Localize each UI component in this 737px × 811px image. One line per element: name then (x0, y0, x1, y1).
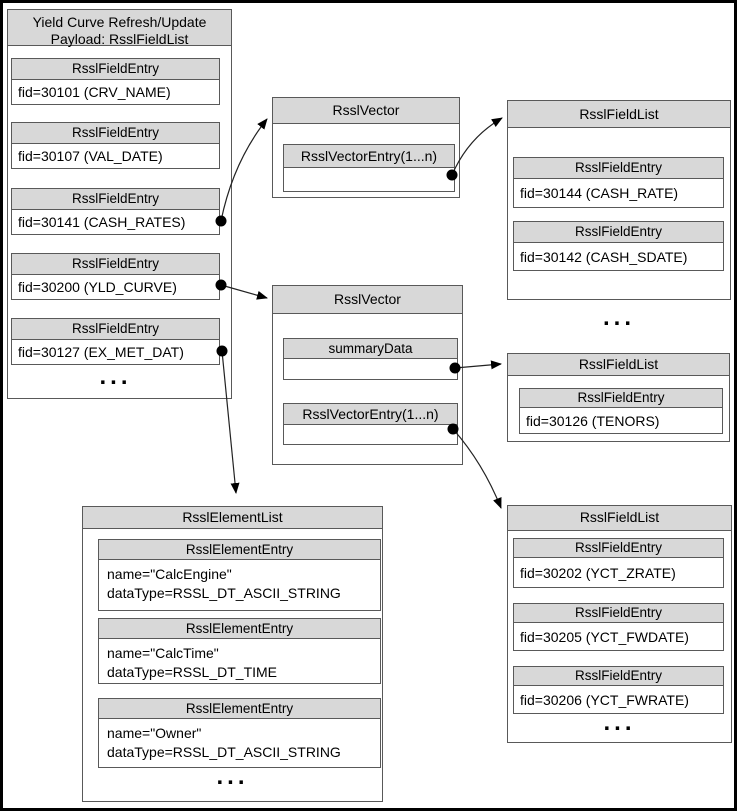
vector-mid-titlebar: RsslVector (273, 286, 462, 314)
payload-title-line2: Payload: RsslFieldList (50, 31, 189, 47)
element-list-ellipsis: ... (216, 763, 249, 790)
fieldlist-tenors-titlebar: RsslFieldList (508, 354, 729, 376)
vector-top-title: RsslVector (273, 98, 459, 124)
field-entry-cash-rate: RsslFieldEntry fid=30144 (CASH_RATE) (513, 157, 724, 208)
fieldlist-cash-box: RsslFieldList RsslFieldEntry fid=30144 (… (507, 100, 731, 300)
payload-titlebar: Yield Curve Refresh/Update Payload: Rssl… (8, 10, 231, 47)
field-entry-value: fid=30202 (YCT_ZRATE) (514, 558, 723, 587)
element-list-title: RsslElementList (83, 507, 382, 529)
field-entry-value: fid=30107 (VAL_DATE) (12, 144, 219, 168)
field-entry-cash-rates: RsslFieldEntry fid=30141 (CASH_RATES) (11, 188, 220, 235)
element-list-titlebar: RsslElementList (83, 507, 382, 529)
field-entry-value: fid=30142 (CASH_SDATE) (514, 243, 723, 270)
field-entry-value: fid=30126 (TENORS) (520, 408, 722, 433)
field-entry-header: RsslFieldEntry (514, 539, 723, 558)
summary-data-body (284, 359, 457, 379)
element-entry-name: name="CalcEngine" (107, 566, 232, 582)
element-entry-calcengine: RsslElementEntry name="CalcEngine" dataT… (98, 539, 381, 611)
field-entry-header: RsslFieldEntry (514, 158, 723, 179)
element-entry-datatype: dataType=RSSL_DT_TIME (107, 664, 278, 680)
field-entry-header: RsslFieldEntry (12, 59, 219, 80)
element-entry-datatype: dataType=RSSL_DT_ASCII_STRING (107, 585, 341, 601)
vector-entry-body (284, 425, 457, 444)
element-entry-header: RsslElementEntry (99, 540, 380, 560)
field-entry-value: fid=30127 (EX_MET_DAT) (12, 340, 219, 364)
payload-ellipsis: ... (99, 363, 132, 390)
field-entry-yct-fwdate: RsslFieldEntry fid=30205 (YCT_FWDATE) (513, 603, 724, 651)
field-entry-yct-fwrate: RsslFieldEntry fid=30206 (YCT_FWRATE) (513, 666, 724, 714)
vector-entry-header: RsslVectorEntry(1...n) (284, 404, 457, 425)
field-entry-ex-met-dat: RsslFieldEntry fid=30127 (EX_MET_DAT) (11, 318, 220, 365)
vector-top-titlebar: RsslVector (273, 98, 459, 124)
field-entry-header: RsslFieldEntry (12, 254, 219, 275)
field-entry-yct-zrate: RsslFieldEntry fid=30202 (YCT_ZRATE) (513, 538, 724, 588)
vector-entry-header: RsslVectorEntry(1...n) (284, 145, 454, 168)
vector-mid-box: RsslVector summaryData RsslVectorEntry(1… (272, 285, 463, 465)
fieldlist-cash-titlebar: RsslFieldList (508, 101, 730, 128)
vector-mid-title: RsslVector (273, 286, 462, 314)
fieldlist-yct-ellipsis: ... (603, 709, 636, 736)
fieldlist-tenors-box: RsslFieldList RsslFieldEntry fid=30126 (… (507, 353, 730, 442)
field-entry-header: RsslFieldEntry (12, 319, 219, 340)
vector-entry-top: RsslVectorEntry(1...n) (283, 144, 455, 192)
element-entry-name: name="Owner" (107, 725, 202, 741)
field-entry-header: RsslFieldEntry (514, 222, 723, 243)
element-entry-owner: RsslElementEntry name="Owner" dataType=R… (98, 698, 381, 768)
field-entry-header: RsslFieldEntry (520, 389, 722, 408)
field-entry-value: fid=30205 (YCT_FWDATE) (514, 623, 723, 650)
fieldlist-yct-titlebar: RsslFieldList (508, 506, 731, 531)
field-entry-header: RsslFieldEntry (12, 189, 219, 210)
field-entry-value: fid=30101 (CRV_NAME) (12, 80, 219, 104)
field-entry-tenors: RsslFieldEntry fid=30126 (TENORS) (519, 388, 723, 434)
element-entry-calctime: RsslElementEntry name="CalcTime" dataTyp… (98, 618, 381, 684)
element-entry-body: name="CalcEngine" dataType=RSSL_DT_ASCII… (99, 560, 380, 603)
field-entry-value: fid=30144 (CASH_RATE) (514, 179, 723, 207)
field-entry-value: fid=30200 (YLD_CURVE) (12, 275, 219, 299)
fieldlist-yct-title: RsslFieldList (508, 506, 731, 531)
field-entry-header: RsslFieldEntry (514, 604, 723, 623)
field-entry-value: fid=30206 (YCT_FWRATE) (514, 686, 723, 713)
field-entry-cash-sdate: RsslFieldEntry fid=30142 (CASH_SDATE) (513, 221, 724, 271)
fieldlist-cash-ellipsis: ... (602, 304, 635, 331)
vector-top-box: RsslVector RsslVectorEntry(1...n) (272, 97, 460, 198)
payload-fieldlist-box: Yield Curve Refresh/Update Payload: Rssl… (7, 9, 232, 399)
element-entry-body: name="CalcTime" dataType=RSSL_DT_TIME (99, 639, 380, 682)
summary-data-header: summaryData (284, 339, 457, 359)
element-entry-name: name="CalcTime" (107, 645, 219, 661)
vector-entry-mid: RsslVectorEntry(1...n) (283, 403, 458, 445)
field-entry-header: RsslFieldEntry (12, 123, 219, 144)
element-entry-body: name="Owner" dataType=RSSL_DT_ASCII_STRI… (99, 719, 380, 762)
fieldlist-tenors-title: RsslFieldList (508, 354, 729, 376)
element-list-box: RsslElementList RsslElementEntry name="C… (82, 506, 383, 802)
element-entry-datatype: dataType=RSSL_DT_ASCII_STRING (107, 744, 341, 760)
field-entry-yld-curve: RsslFieldEntry fid=30200 (YLD_CURVE) (11, 253, 220, 300)
field-entry-val-date: RsslFieldEntry fid=30107 (VAL_DATE) (11, 122, 220, 169)
field-entry-header: RsslFieldEntry (514, 667, 723, 686)
element-entry-header: RsslElementEntry (99, 699, 380, 719)
field-entry-crv-name: RsslFieldEntry fid=30101 (CRV_NAME) (11, 58, 220, 105)
payload-title: Yield Curve Refresh/Update Payload: Rssl… (8, 10, 231, 47)
vector-summary-data: summaryData (283, 338, 458, 380)
fieldlist-cash-title: RsslFieldList (508, 101, 730, 128)
field-entry-value: fid=30141 (CASH_RATES) (12, 210, 219, 234)
element-entry-header: RsslElementEntry (99, 619, 380, 639)
vector-entry-body (284, 168, 454, 191)
fieldlist-yct-box: RsslFieldList RsslFieldEntry fid=30202 (… (507, 505, 732, 743)
payload-title-line1: Yield Curve Refresh/Update (32, 14, 207, 30)
